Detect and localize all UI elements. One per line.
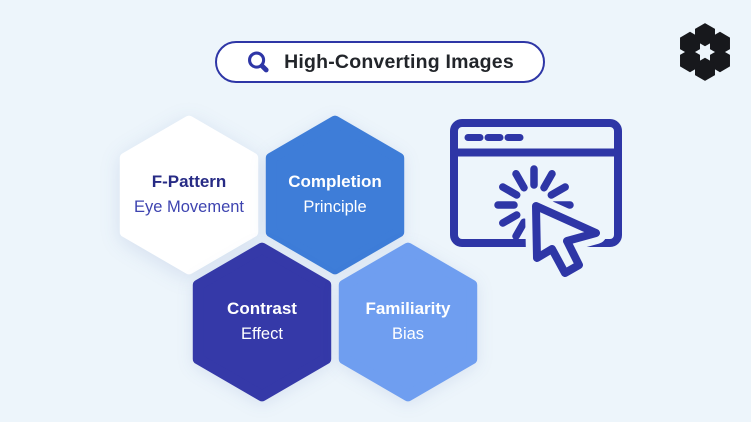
search-label: High-Converting Images: [284, 50, 514, 73]
search-bar[interactable]: High-Converting Images: [215, 41, 545, 83]
hexagon-subtitle: Effect: [241, 325, 283, 344]
hexagon-subtitle: Eye Movement: [133, 198, 245, 217]
hexagon-shape: [192, 242, 332, 402]
search-icon: [248, 51, 269, 72]
hexagon-title: Completion: [288, 172, 382, 192]
hexagon-shape: [119, 115, 259, 275]
hexagon-title: Contrast: [227, 299, 297, 319]
hexagon-contrast: Contrast Effect: [192, 241, 332, 403]
hexagon-label: Familiarity Bias: [338, 241, 478, 403]
hexagon-title: Familiarity: [365, 299, 451, 319]
hexagon-familiarity: Familiarity Bias: [338, 241, 478, 403]
hexagon-shape: [265, 115, 405, 275]
hexagon-label: F-Pattern Eye Movement: [119, 114, 259, 276]
browser-window-click-icon: [450, 115, 628, 284]
hexagon-label: Contrast Effect: [192, 241, 332, 403]
hex-flower-logo-icon: [680, 23, 730, 81]
hexagon-title: F-Pattern: [151, 172, 227, 192]
hexagon-subtitle: Bias: [391, 325, 425, 344]
hexagon-f-pattern: F-Pattern Eye Movement: [119, 114, 259, 276]
hexagon-label: Completion Principle: [265, 114, 405, 276]
hexagon-completion: Completion Principle: [265, 114, 405, 276]
hexagon-subtitle: Principle: [303, 198, 367, 217]
hexagon-shape: [338, 242, 478, 402]
cursor-arrow-icon: [532, 202, 600, 277]
brand-logo: [674, 22, 736, 82]
